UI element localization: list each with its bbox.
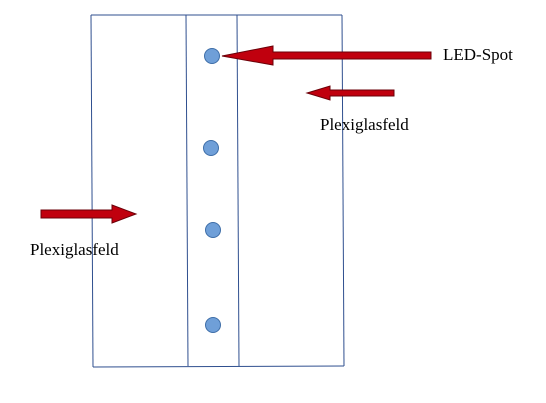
panel-frame	[90, 14, 345, 368]
frame-right-edge	[341, 14, 345, 367]
led-spot-label: LED-Spot	[443, 45, 513, 64]
led-spot-3	[205, 222, 221, 238]
led-spot-4	[205, 317, 221, 333]
plexiglas-field-label-left: Plexiglasfeld	[30, 240, 119, 259]
arrow-plexiglas-left	[40, 204, 138, 224]
arrow-led-spot	[221, 45, 432, 66]
arrow-plexiglas-right	[305, 85, 395, 101]
frame-left-edge	[90, 14, 94, 368]
led-strip-left-edge	[185, 14, 189, 367]
led-strip-right-edge	[236, 14, 240, 367]
led-spot-1	[204, 48, 220, 64]
led-spot-2	[203, 140, 219, 156]
led-spots	[203, 48, 221, 333]
frame-bottom-edge	[92, 365, 345, 368]
plexiglas-field-label-right: Plexiglasfeld	[320, 115, 409, 134]
arrows	[40, 45, 432, 224]
